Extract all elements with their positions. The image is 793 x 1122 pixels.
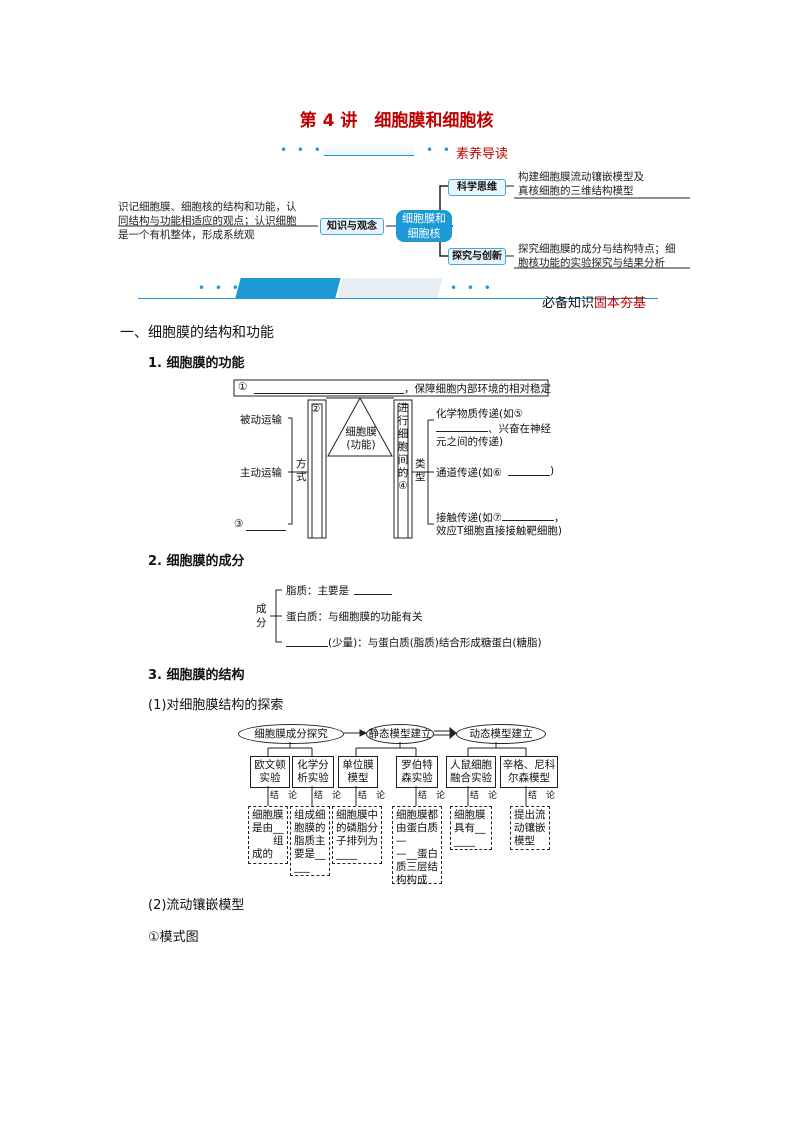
fig2-lipid-blank xyxy=(354,594,392,595)
subheading-3-1: (1)对细胞膜结构的探索 xyxy=(148,698,284,713)
science-pill: 科学思维 xyxy=(448,179,506,196)
banner2-label: 必备知识固本夯基 xyxy=(542,296,647,311)
fig1-active: 主动运输 xyxy=(240,467,282,479)
fig2-sugar-blank xyxy=(286,646,328,647)
fig2-cheng-fen: 成 分 xyxy=(256,603,267,629)
fig1-top-text: ，保障细胞内部环境的相对稳定 xyxy=(404,383,551,395)
conclusion-label-4: 结 论 xyxy=(418,791,446,801)
fig2-protein: 蛋白质：与细胞膜的功能有关 xyxy=(286,611,423,623)
fig1-leixing: 类 型 xyxy=(415,458,426,483)
conclusion-label-5: 结 论 xyxy=(470,791,498,801)
conclusion-box-4: 细胞膜都由蛋白质——__蛋白质三层结构构成 xyxy=(392,806,442,886)
fig1-fangshi: 方 式 xyxy=(296,458,307,483)
fig1-chem: 化学物质传递(如⑤ 、兴奋在神经 元之间的传递) xyxy=(436,408,551,448)
fig1-blank-6-line xyxy=(508,475,550,476)
conclusion-label-2: 结 论 xyxy=(314,791,342,801)
banner2-dots-right: • • • xyxy=(450,281,494,295)
fig2-sugar: (少量)：与蛋白质(脂质)结合形成糖蛋白(糖脂) xyxy=(328,637,542,649)
exp-chemical: 化学分析实验 xyxy=(292,756,334,788)
subheading-3-2: (2)流动镶嵌模型 xyxy=(148,898,245,913)
fig2-brace xyxy=(270,589,282,643)
fig1-blank-3-line xyxy=(246,530,286,531)
page-title: 第 4 讲 细胞膜和细胞核 xyxy=(299,111,494,131)
banner2-dots-left: • • • xyxy=(198,281,242,295)
banner-bar xyxy=(324,143,414,156)
banner-guide: • • • • • 素养导读 xyxy=(280,143,520,162)
banner-dots-left: • • • xyxy=(280,143,324,157)
subheading-2: 2. 细胞膜的成分 xyxy=(148,554,245,569)
exp-unit-membrane: 单位膜模型 xyxy=(338,756,378,788)
exp-singer-nicolson: 辛格、尼科尔森模型 xyxy=(500,756,558,788)
fig1-col4: 进 行 细 胞 间 的 ④ xyxy=(397,402,409,492)
conclusion-box-1: 细胞膜是由__ 组成的 xyxy=(248,806,288,864)
oval-composition: 细胞膜成分探究 xyxy=(238,724,344,744)
mindmap: 识记细胞膜、细胞核的结构和功能，认 同结构与功能相适应的观点；认识细胞 是一个有… xyxy=(118,168,690,273)
oval-static-model: 静态模型建立 xyxy=(366,724,434,744)
figure-membrane-exploration: 细胞膜成分探究 静态模型建立 动态模型建立 欧文顿实验 化学分析实验 单位膜模型… xyxy=(236,722,566,886)
explore-pill: 探究与创新 xyxy=(448,248,506,265)
banner-dots-right: • • xyxy=(426,143,453,157)
exp-overton: 欧文顿实验 xyxy=(250,756,290,788)
subheading-3: 3. 细胞膜的结构 xyxy=(148,668,245,683)
fig1-contact: 接触传递(如⑦， 效应T细胞直接接触靶细胞) xyxy=(436,512,565,537)
fig1-blank-2: ② xyxy=(311,403,321,415)
fig1-blank-3: ③ xyxy=(234,518,244,530)
knowledge-pill: 知识与观念 xyxy=(320,218,384,235)
section-heading-1: 一、细胞膜的结构和功能 xyxy=(120,325,274,341)
science-text: 构建细胞膜流动镶嵌模型及 真核细胞的三维结构模型 xyxy=(518,171,644,197)
conclusion-box-3: 细胞膜中的磷脂分子排列为____ xyxy=(332,806,382,864)
fig1-lines xyxy=(233,379,549,539)
fig2-lipid: 脂质：主要是 xyxy=(286,585,349,597)
figure-membrane-composition: 成 分 脂质：主要是 蛋白质：与细胞膜的功能有关 (少量)：与蛋白质(脂质)结合… xyxy=(254,580,554,650)
fig1-channel-end: ) xyxy=(550,465,555,477)
mindmap-left-text: 识记细胞膜、细胞核的结构和功能，认 同结构与功能相适应的观点；认识细胞 是一个有… xyxy=(118,201,297,241)
center-node: 细胞膜和 细胞核 xyxy=(396,210,452,242)
oval-dynamic-model: 动态模型建立 xyxy=(456,724,546,744)
conclusion-box-6: 提出流动镶嵌模型 xyxy=(510,806,550,850)
exp-robertson: 罗伯特森实验 xyxy=(396,756,438,788)
explore-text: 探究细胞膜的成分与结构特点；细 胞核功能的实验探究与结果分析 xyxy=(518,243,676,269)
banner2-tab-grey xyxy=(337,278,443,298)
fig1-channel: 通道传递(如⑥ xyxy=(436,467,503,479)
fig1-blank-1-line xyxy=(254,393,404,394)
subheading-1: 1. 细胞膜的功能 xyxy=(148,356,245,371)
conclusion-label-3: 结 论 xyxy=(358,791,386,801)
banner-knowledge: • • • • • • 必备知识固本夯基 xyxy=(138,278,658,311)
fig3-arrows xyxy=(267,726,527,806)
fig1-triangle-label: 细胞膜 (功能) xyxy=(345,426,377,451)
exp-cell-fusion: 人鼠细胞融合实验 xyxy=(446,756,496,788)
banner-label: 素养导读 xyxy=(456,147,509,162)
fig1-blank-1: ① xyxy=(238,381,248,393)
subheading-3-2a: ①模式图 xyxy=(148,930,199,945)
conclusion-box-2: 组成细胞膜的脂质主要是_____ xyxy=(290,806,330,876)
conclusion-label-6: 结 论 xyxy=(528,791,556,801)
conclusion-box-5: 细胞膜具有______ xyxy=(450,806,492,850)
figure-membrane-function: ① ，保障细胞内部环境的相对稳定 ② 细胞膜 (功能) 进 行 细 胞 间 的 … xyxy=(230,378,570,540)
fig1-passive: 被动运输 xyxy=(240,414,282,426)
conclusion-label-1: 结 论 xyxy=(270,791,298,801)
banner2-line xyxy=(138,298,658,299)
banner2-tab-blue xyxy=(235,278,341,298)
